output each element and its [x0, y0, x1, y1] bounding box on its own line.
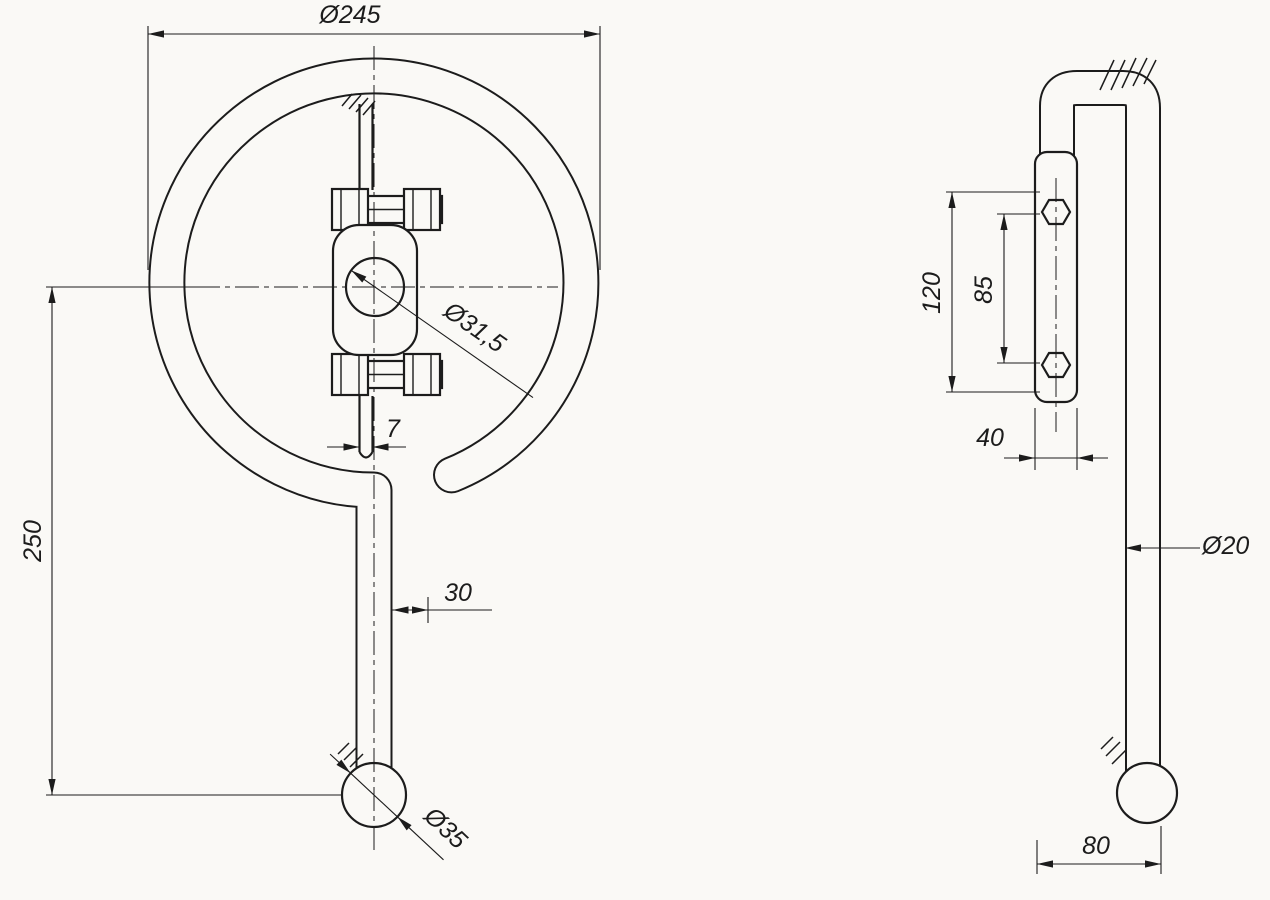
dim-label-overall-height: 250	[19, 520, 47, 563]
ring-tube-inner	[150, 59, 598, 812]
side-view: 120 85 40 Ø20 80	[918, 57, 1249, 874]
upper-right-nut	[402, 187, 442, 232]
dim-label-hole-span: 120	[918, 272, 946, 314]
ball-weld-ticks-side	[1100, 736, 1127, 765]
dim-label-clamp-hole: Ø31,5	[438, 296, 511, 359]
ball-weld-ticks-front	[337, 742, 364, 768]
ring-and-stem	[148, 57, 600, 814]
dim-base: 80	[1036, 826, 1162, 874]
dim-rod-diameter: Ø20	[1125, 532, 1249, 560]
dim-label-ball: Ø35	[418, 801, 472, 854]
lower-bolt-assembly	[330, 352, 444, 397]
rod-side	[1039, 57, 1161, 778]
dim-label-stem: 30	[444, 579, 472, 607]
dim-plate-width: 40	[976, 408, 1108, 470]
rod-inner	[1041, 72, 1159, 778]
dim-label-wire: 7	[386, 415, 401, 443]
dim-outer-diameter: Ø245	[147, 1, 601, 270]
ball-side	[1115, 761, 1179, 825]
front-view: Ø245 250 Ø31,5 7 30	[19, 1, 601, 861]
clamped-wire	[341, 93, 376, 459]
dim-label-plate-width: 40	[976, 424, 1004, 452]
upper-bolt-assembly	[330, 187, 444, 232]
dim-overall-height: 250	[19, 286, 342, 796]
upper-left-nut	[330, 187, 370, 232]
dim-hole-spacing: 85	[970, 213, 1040, 364]
lower-right-nut	[402, 352, 442, 397]
wire-break-ticks-top	[341, 93, 376, 116]
dim-label-outer-diameter: Ø245	[318, 1, 380, 29]
dim-hole-span: 120	[918, 191, 1040, 393]
ball-end-side	[1100, 736, 1179, 825]
dim-stem: 30	[392, 579, 492, 623]
dim-label-rod-diameter: Ø20	[1201, 532, 1249, 560]
dim-label-base: 80	[1082, 832, 1110, 860]
wire-end-cap	[358, 451, 374, 459]
dim-label-hole-spacing: 85	[970, 276, 998, 304]
rod-break-ticks-top	[1099, 57, 1157, 91]
lower-left-nut	[330, 352, 370, 397]
clamp-body	[331, 223, 419, 357]
dim-wire: 7	[327, 415, 406, 451]
